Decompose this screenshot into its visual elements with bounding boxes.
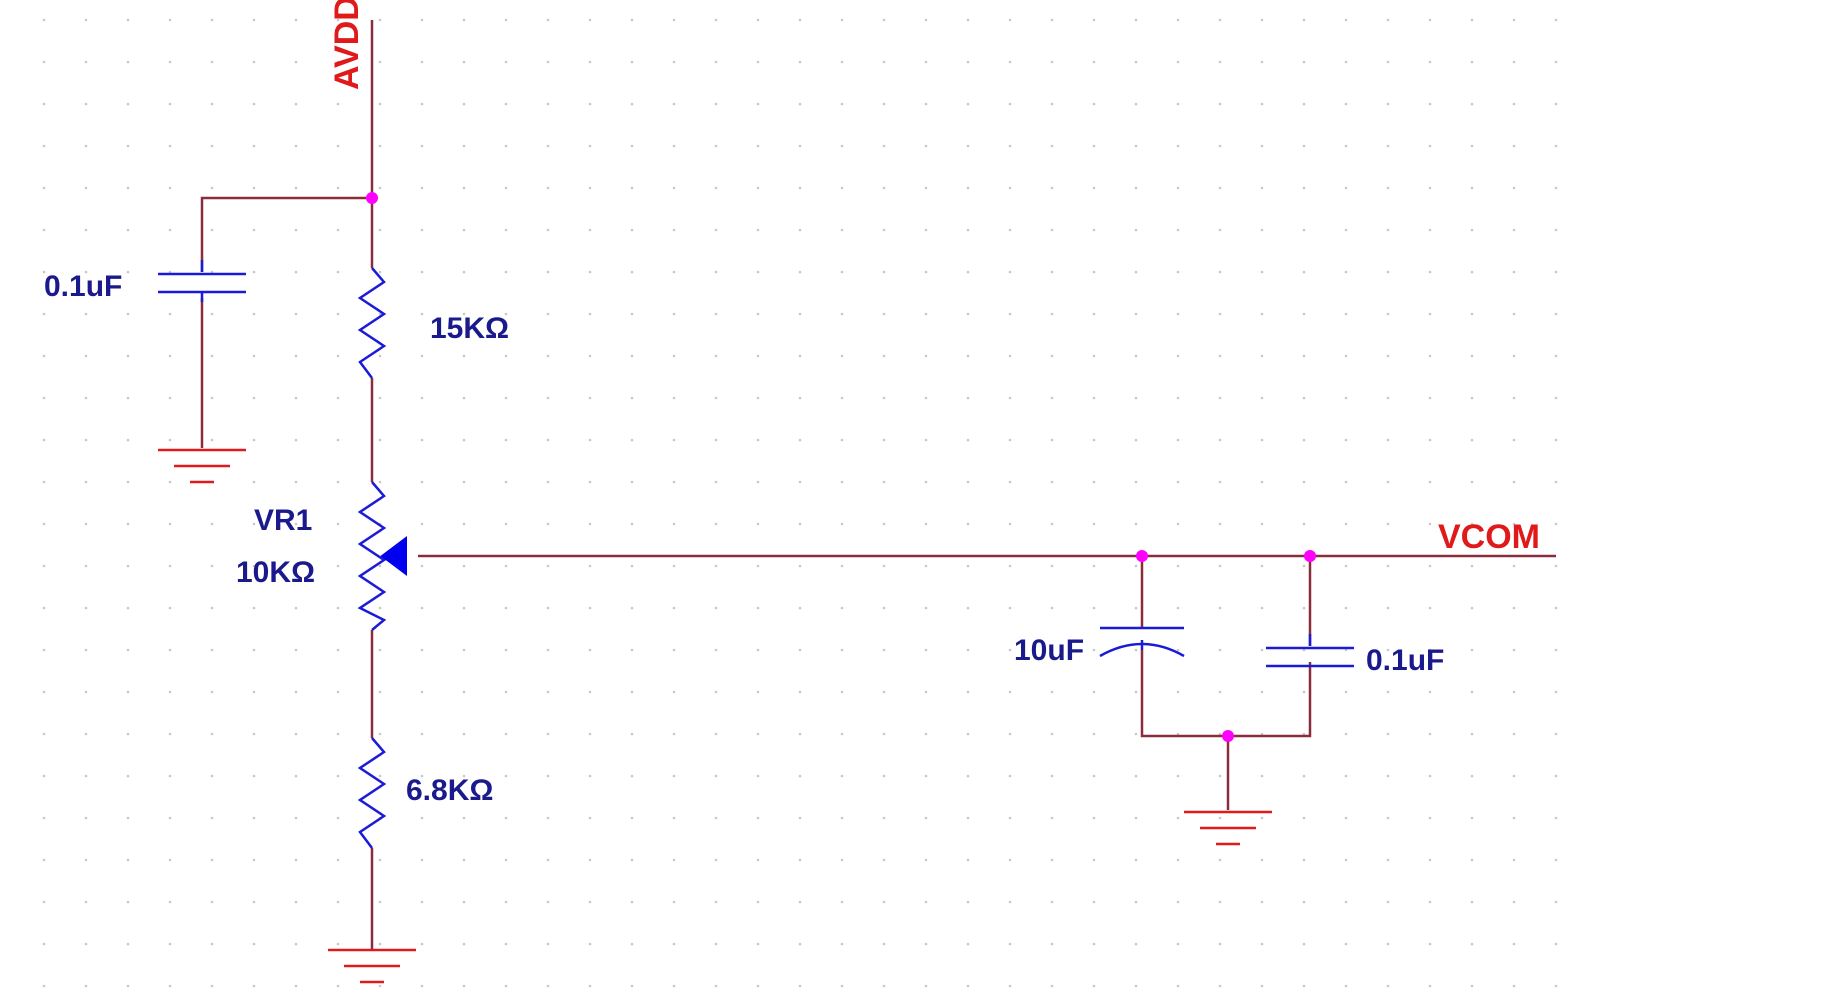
ground-symbol-icon — [1184, 810, 1272, 846]
ground-symbol-icon — [158, 448, 246, 484]
capacitor-output-01uf — [1266, 634, 1354, 668]
wiper-arrow-icon — [380, 536, 407, 576]
label-bypass-top-value: 0.1uF — [44, 270, 122, 303]
junction-dot-icon — [1222, 730, 1234, 742]
wire-ecap-bottom — [1140, 650, 1312, 738]
label-ccap-value: 0.1uF — [1366, 644, 1444, 677]
net-label-avdd: AVDD — [328, 0, 366, 90]
label-pot-value: 10KΩ — [236, 556, 315, 589]
capacitor-electrolytic-10uf — [1099, 626, 1185, 658]
label-ecap-value: 10uF — [1014, 634, 1084, 667]
net-label-vcom: VCOM — [1438, 518, 1540, 556]
resistor-15k — [357, 267, 387, 379]
grounds — [158, 448, 1272, 984]
components — [158, 260, 1354, 849]
capacitor-bypass-top — [158, 260, 246, 302]
junction-dot-icon — [366, 192, 378, 204]
label-r-upper-value: 15KΩ — [430, 312, 509, 345]
label-r-lower-value: 6.8KΩ — [406, 774, 493, 807]
junction-dot-icon — [1304, 550, 1316, 562]
junction-dot-icon — [1136, 550, 1148, 562]
wires — [200, 20, 1556, 950]
label-pot-ref: VR1 — [254, 504, 312, 537]
grid-dots — [42, 18, 1558, 988]
resistor-6k8 — [357, 737, 387, 849]
junctions — [366, 192, 1316, 742]
wire-bypass-top — [200, 196, 372, 272]
ground-symbol-icon — [328, 948, 416, 984]
potentiometer-vr1 — [357, 481, 387, 631]
